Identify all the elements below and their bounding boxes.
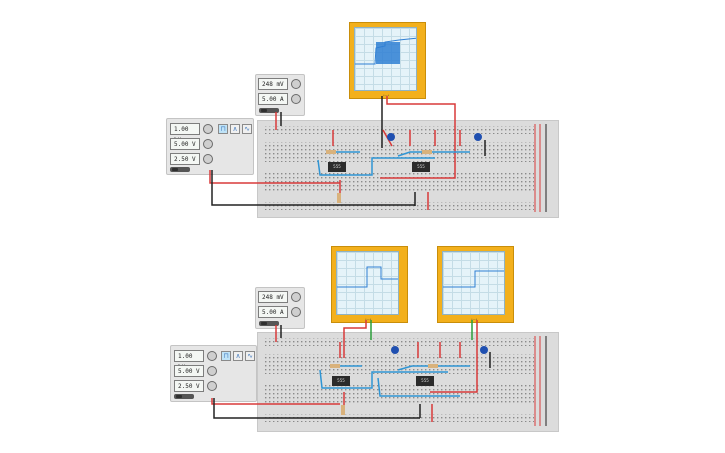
- frequency-knob[interactable]: [207, 351, 217, 361]
- triangle-wave-button[interactable]: ∧: [233, 351, 243, 361]
- voltage-knob[interactable]: [291, 79, 301, 89]
- waveform-trace: [355, 37, 416, 65]
- oscilloscope-screen: [354, 27, 417, 91]
- oscilloscope-top[interactable]: •—•: [349, 22, 426, 99]
- current-display: 5.00 A: [258, 306, 288, 318]
- power-switch[interactable]: [174, 394, 194, 399]
- current-knob[interactable]: [291, 307, 301, 317]
- oscilloscope-bottom-left[interactable]: •—•: [331, 246, 408, 323]
- resistor: [326, 150, 336, 154]
- amplitude-display: 5.00 V: [174, 365, 204, 377]
- function-generator-top[interactable]: 1.00 kHz ⊓ ∧ ∿ 5.00 V 2.50 V: [166, 118, 254, 175]
- waveform-trace: [337, 266, 398, 288]
- power-switch[interactable]: [170, 167, 190, 172]
- frequency-knob[interactable]: [203, 124, 213, 134]
- voltage-display: 248 mV: [258, 291, 288, 303]
- sine-wave-button[interactable]: ∿: [245, 351, 255, 361]
- power-supply-top[interactable]: 248 mV 5.00 A: [255, 74, 305, 116]
- sine-wave-button[interactable]: ∿: [242, 124, 252, 134]
- ic-chip-label: 555: [421, 378, 429, 383]
- oscilloscope-screen: [336, 251, 399, 315]
- oscilloscope-screen: [442, 251, 505, 315]
- waveform-trace: [443, 270, 504, 288]
- current-display: 5.00 A: [258, 93, 288, 105]
- offset-display: 2.50 V: [174, 380, 204, 392]
- amplitude-knob[interactable]: [207, 366, 217, 376]
- voltage-knob[interactable]: [291, 292, 301, 302]
- breadboard-top[interactable]: [257, 120, 559, 218]
- square-wave-button[interactable]: ⊓: [221, 351, 231, 361]
- triangle-wave-button[interactable]: ∧: [230, 124, 240, 134]
- amplitude-display: 5.00 V: [170, 138, 200, 150]
- oscilloscope-bottom-right[interactable]: •—•: [437, 246, 514, 323]
- offset-knob[interactable]: [207, 381, 217, 391]
- offset-display: 2.50 V: [170, 153, 200, 165]
- square-wave-button[interactable]: ⊓: [218, 124, 228, 134]
- ic-chip-label: 555: [417, 164, 425, 169]
- voltage-display: 248 mV: [258, 78, 288, 90]
- power-switch[interactable]: [259, 108, 279, 113]
- offset-knob[interactable]: [203, 154, 213, 164]
- ic-chip-label: 555: [337, 378, 345, 383]
- current-knob[interactable]: [291, 94, 301, 104]
- amplitude-knob[interactable]: [203, 139, 213, 149]
- power-supply-bottom[interactable]: 248 mV 5.00 A: [255, 287, 305, 329]
- power-switch[interactable]: [259, 321, 279, 326]
- ic-chip-label: 555: [333, 164, 341, 169]
